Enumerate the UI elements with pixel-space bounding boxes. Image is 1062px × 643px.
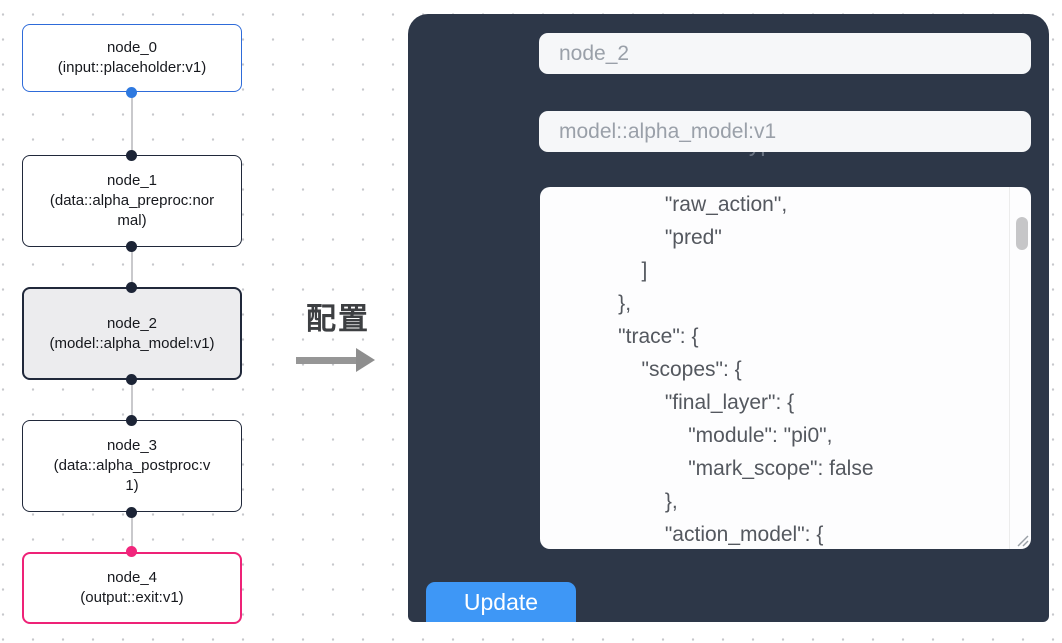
node-title: node_4 [106, 569, 158, 586]
node-4[interactable]: node_4 (output::exit:v1) [22, 552, 242, 624]
config-scrollbar[interactable] [1009, 187, 1031, 549]
node-title: node_3 [106, 437, 158, 454]
node-subtitle: (data::alpha_postproc:v1) [53, 457, 211, 494]
edge-node1-node2 [131, 247, 133, 287]
config-annotation-label: 配置 [306, 303, 370, 336]
edge-node3-node4 [131, 512, 133, 552]
node-1-output-port[interactable] [126, 241, 137, 252]
node-config-panel: ID type config "raw_action", "pred" ] },… [408, 14, 1049, 622]
pipeline-canvas: node_0 (input::placeholder:v1) node_1 (d… [0, 0, 310, 643]
node-0[interactable]: node_0 (input::placeholder:v1) [22, 24, 242, 92]
resize-handle-icon[interactable] [1015, 533, 1029, 547]
node-2-input-port[interactable] [126, 282, 137, 293]
edge-node2-node3 [131, 380, 133, 420]
right-arrow-icon [284, 348, 392, 372]
node-3-input-port[interactable] [126, 415, 137, 426]
update-button[interactable]: Update [426, 582, 576, 622]
node-4-input-port[interactable] [126, 546, 137, 557]
scrollbar-thumb[interactable] [1016, 217, 1028, 250]
node-title: node_0 [106, 39, 158, 56]
config-json-text: "raw_action", "pred" ] }, "trace": { "sc… [618, 193, 874, 546]
edge-node0-node1 [131, 92, 133, 155]
node-1[interactable]: node_1 (data::alpha_preproc:normal) [22, 155, 242, 247]
type-input[interactable] [539, 111, 1031, 152]
config-annotation: 配置 [284, 294, 392, 372]
node-3-output-port[interactable] [126, 507, 137, 518]
node-2[interactable]: node_2 (model::alpha_model:v1) [22, 287, 242, 380]
node-1-input-port[interactable] [126, 150, 137, 161]
node-subtitle: (output::exit:v1) [80, 589, 184, 606]
node-2-output-port[interactable] [126, 374, 137, 385]
node-3[interactable]: node_3 (data::alpha_postproc:v1) [22, 420, 242, 512]
node-title: node_1 [106, 172, 158, 189]
node-subtitle: (model::alpha_model:v1) [49, 334, 215, 352]
node-0-output-port[interactable] [126, 87, 137, 98]
node-title: node_2 [106, 314, 158, 332]
node-subtitle: (data::alpha_preproc:normal) [49, 192, 215, 229]
node-subtitle: (input::placeholder:v1) [57, 59, 207, 76]
config-textarea[interactable]: "raw_action", "pred" ] }, "trace": { "sc… [540, 187, 1031, 549]
id-input[interactable] [539, 33, 1031, 74]
